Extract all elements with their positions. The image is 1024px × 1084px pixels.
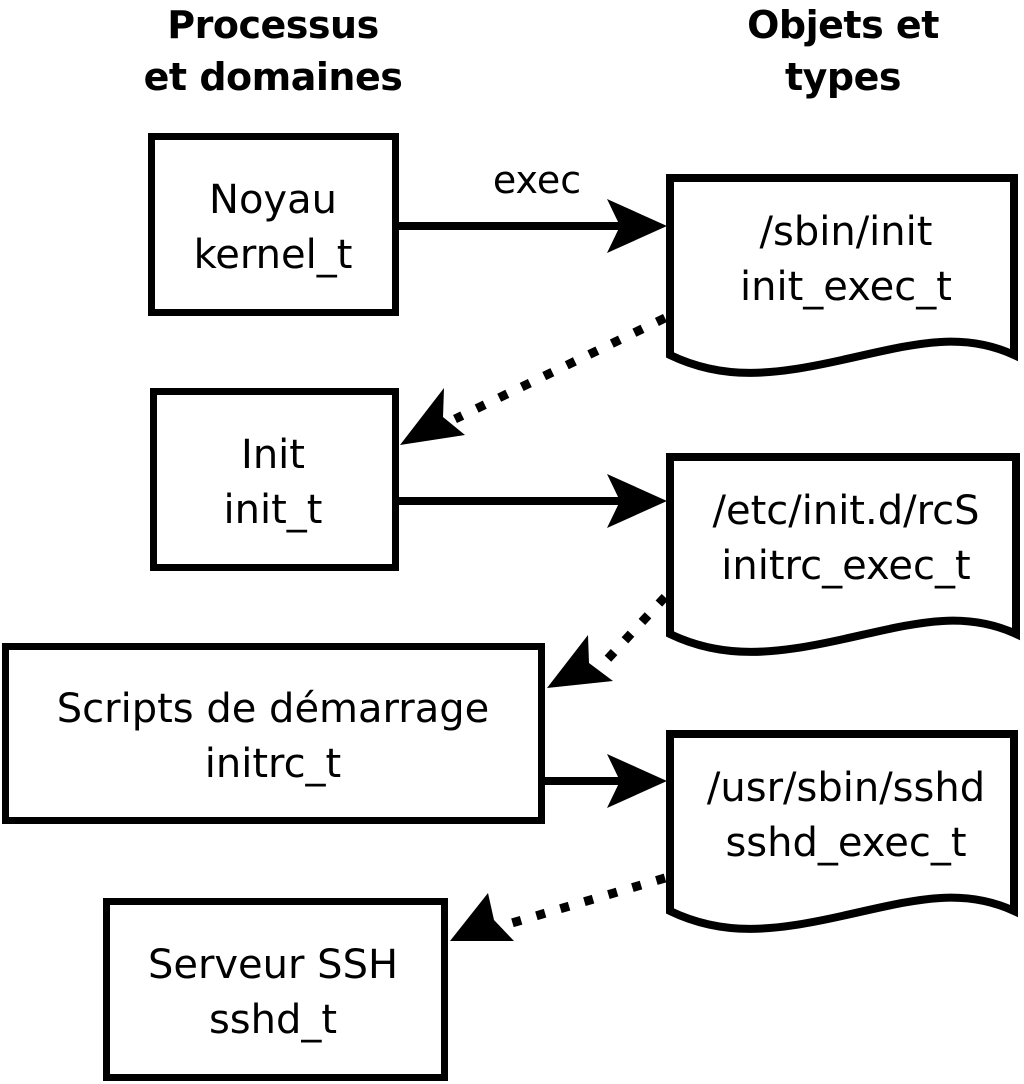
process-node-sshd-box[interactable] [103,898,448,1081]
object-node-sshd-exec-line1: /usr/sbin/sshd [707,765,985,811]
column-title-right-line1: Objets et [747,3,939,47]
process-node-init-box[interactable] [150,388,399,571]
process-node-initrc[interactable]: Scripts de démarrage initrc_t [2,643,545,824]
edge-sshd-exec-to-sshd [450,873,667,941]
process-node-kernel[interactable]: Noyau kernel_t [148,133,399,316]
object-node-init-exec-line2: init_exec_t [740,264,952,310]
object-node-initrc-exec[interactable]: /etc/init.d/rcS initrc_exec_t [666,453,1020,656]
arrowhead-kernel-to-init-exec [607,199,667,253]
object-node-initrc-exec-line1: /etc/init.d/rcS [712,488,979,534]
process-node-initrc-line2: initrc_t [205,741,342,787]
object-node-init-exec-doc[interactable] [666,174,1018,377]
edge-line-init-exec-to-init [453,313,667,424]
arrowhead-init-to-initrc-exec [607,474,667,528]
edge-initrc-to-sshd-exec [545,754,667,808]
process-node-kernel-line2: kernel_t [194,232,353,278]
process-node-sshd[interactable]: Serveur SSH sshd_t [103,898,448,1081]
object-node-initrc-exec-line2: initrc_exec_t [721,543,970,589]
column-title-right: Objets et types [747,3,940,99]
process-node-init-line2: init_t [224,487,323,533]
arrowhead-sshd-exec-to-sshd [450,893,514,941]
column-title-left: Processus et domaines [144,3,403,99]
column-title-left-line2: et domaines [144,55,403,99]
edge-line-initrc-exec-to-initrc [599,593,669,668]
edge-label-exec: exec [493,158,581,202]
arrowhead-init-exec-to-init [400,388,465,445]
arrowhead-initrc-exec-to-initrc [547,635,613,688]
process-node-init[interactable]: Init init_t [150,388,399,571]
object-node-init-exec-line1: /sbin/init [760,209,933,255]
edge-initrc-exec-to-initrc [547,593,669,688]
object-node-sshd-exec-doc[interactable] [666,730,1018,933]
process-node-init-line1: Init [241,432,305,478]
edge-line-sshd-exec-to-sshd [503,873,667,930]
object-node-sshd-exec-line2: sshd_exec_t [725,820,966,866]
object-node-init-exec[interactable]: /sbin/init init_exec_t [666,174,1018,377]
process-node-kernel-line1: Noyau [209,177,337,223]
process-node-kernel-box[interactable] [148,133,399,316]
edge-kernel-to-init-exec: exec [398,158,667,253]
edge-init-exec-to-init [400,313,667,445]
edge-init-to-initrc-exec [398,474,667,528]
object-node-initrc-exec-doc[interactable] [666,453,1020,656]
column-title-right-line2: types [785,55,901,99]
process-node-initrc-box[interactable] [2,643,545,824]
process-node-sshd-line2: sshd_t [209,997,337,1043]
process-node-sshd-line1: Serveur SSH [148,942,398,988]
object-node-sshd-exec[interactable]: /usr/sbin/sshd sshd_exec_t [666,730,1018,933]
arrowhead-initrc-to-sshd-exec [607,754,667,808]
column-title-left-line1: Processus [167,3,378,47]
process-node-initrc-line1: Scripts de démarrage [57,686,489,732]
